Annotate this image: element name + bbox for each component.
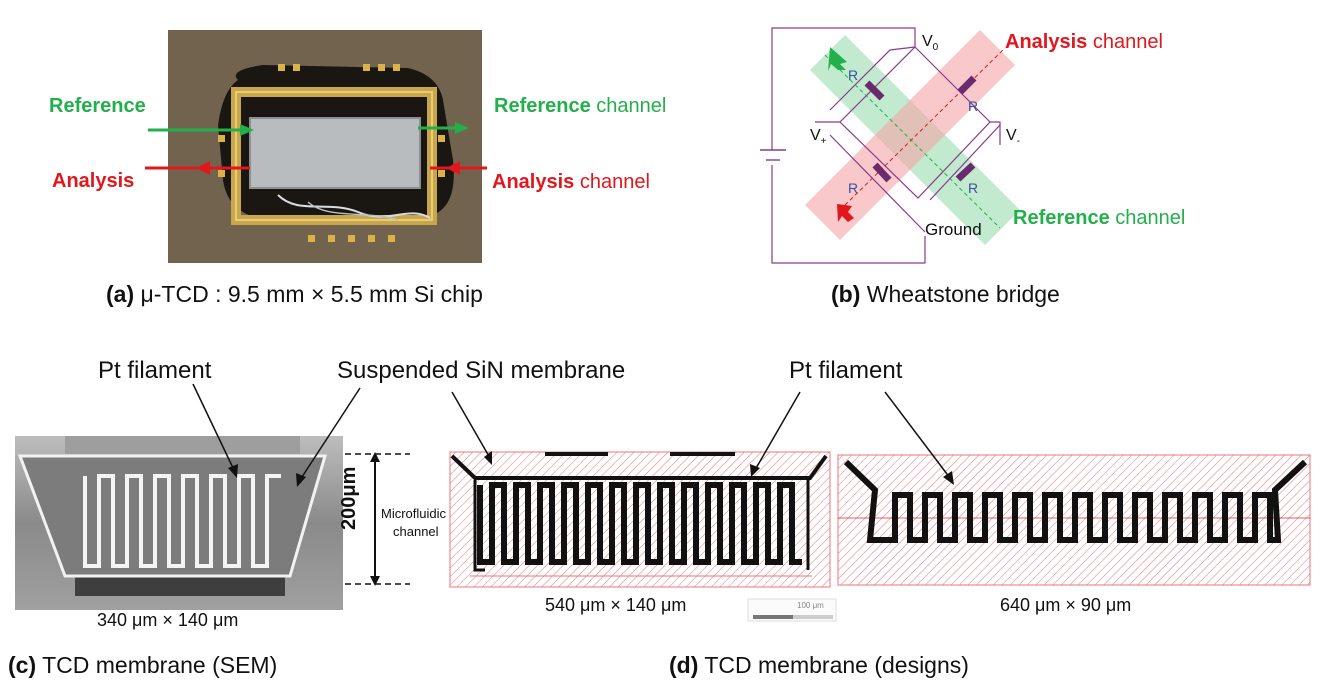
pt-filament-label-d: Pt filament (789, 357, 903, 384)
panel-c: Pt filament 200μm Microfluidic channel 3… (0, 340, 450, 698)
suspended-membrane-label: Suspended SiN membrane (337, 357, 626, 384)
size-label-d2: 640 μm × 90 μm (1000, 595, 1132, 615)
chip-photo (168, 30, 482, 263)
reference-label-left: Reference (49, 95, 146, 117)
microfluidic-label-1: Microfluidic (381, 506, 447, 521)
resistor-label-2: R (968, 98, 979, 114)
membrane-designs (449, 391, 1311, 622)
wheatstone-bridge-diagram (760, 27, 1020, 264)
resistor-label-4: R (968, 180, 979, 196)
reference-channel-label-right: Reference channel (494, 95, 667, 117)
analysis-channel-label: Analysis channel (1005, 31, 1163, 53)
sem-image (15, 436, 343, 610)
analysis-label-left: Analysis (52, 170, 135, 192)
caption-b: (b) Wheatstone bridge (831, 281, 1060, 307)
caption-c: (c) TCD membrane (SEM) (8, 652, 278, 678)
panel-c-annotations (192, 383, 410, 586)
vminus-label: V- (1006, 127, 1021, 148)
panel-a-arrows (145, 122, 487, 175)
analysis-channel-label-right: Analysis channel (492, 171, 650, 193)
scale-bar-label: 100 μm (797, 601, 824, 610)
pt-filament-label-c: Pt filament (98, 357, 212, 384)
caption-d: (d) TCD membrane (designs) (669, 652, 969, 678)
panel-b: R R R R V0 V+ V- Ground Analysis channel… (700, 0, 1330, 320)
microfluidic-label-2: channel (393, 524, 439, 539)
resistor-label-3: R (848, 180, 859, 196)
ground-label: Ground (925, 220, 982, 239)
resistor-label-1: R (848, 67, 859, 83)
reference-channel-label: Reference channel (1013, 207, 1186, 229)
size-label-d1: 540 μm × 140 μm (545, 595, 687, 615)
vplus-label: V+ (810, 127, 827, 148)
size-label-c: 340 μm × 140 μm (97, 610, 239, 630)
panel-d: Suspended SiN membrane Pt filament (330, 340, 1330, 698)
v0-label: V0 (922, 33, 939, 54)
panel-a: Reference Reference channel Analysis Ana… (0, 0, 700, 320)
caption-a: (a) μ-TCD : 9.5 mm × 5.5 mm Si chip (106, 281, 483, 307)
